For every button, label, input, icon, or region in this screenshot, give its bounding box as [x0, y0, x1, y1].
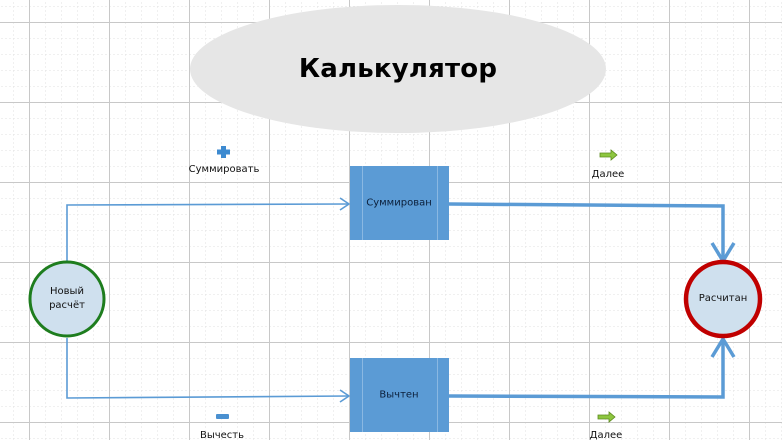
state-start-label: Новый расчёт: [49, 286, 85, 311]
state-end[interactable]: [683, 259, 763, 339]
minus-icon[interactable]: [216, 414, 229, 419]
arrowhead-sub: [339, 389, 351, 403]
diagram-title: Калькулятор: [298, 54, 498, 84]
arrow-right-icon[interactable]: [599, 149, 618, 161]
plus-icon[interactable]: [217, 146, 230, 158]
transition-label-next-bottom: Далее: [589, 430, 623, 441]
title-ellipse[interactable]: [190, 5, 606, 133]
arrowhead-sum: [339, 197, 351, 211]
state-end-label: Расчитан: [698, 293, 748, 304]
connector-start-to-sub[interactable]: [66, 338, 350, 399]
activity-sub-label: Вычтен: [379, 389, 419, 401]
transition-label-next-top: Далее: [591, 169, 625, 180]
transition-label-sum: Суммировать: [188, 164, 260, 175]
connector-start-to-sum[interactable]: [66, 203, 350, 261]
activity-sum-label: Суммирован: [366, 197, 432, 209]
transition-label-sub: Вычесть: [199, 430, 245, 441]
arrowhead-end-bottom: [710, 335, 736, 358]
state-start[interactable]: [28, 260, 106, 338]
connector-sub-to-end[interactable]: [448, 339, 725, 399]
activity-sum[interactable]: [350, 166, 449, 240]
activity-sub[interactable]: [350, 358, 449, 432]
arrow-right-icon[interactable]: [597, 411, 616, 423]
connector-sum-to-end[interactable]: [448, 202, 725, 261]
